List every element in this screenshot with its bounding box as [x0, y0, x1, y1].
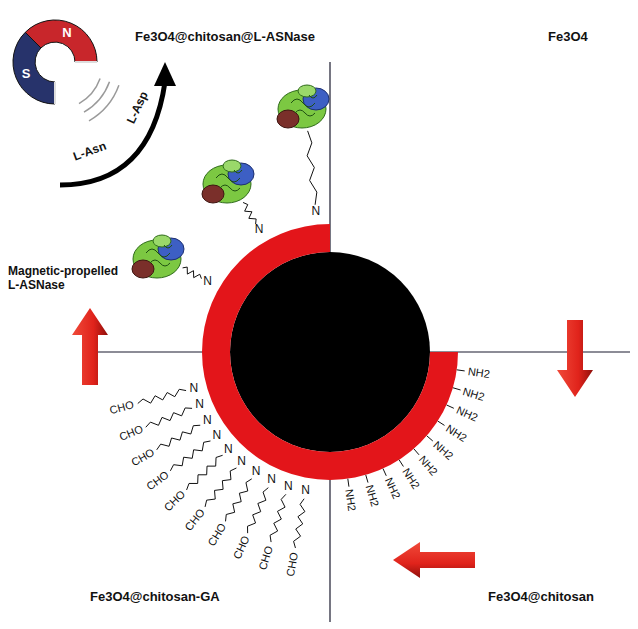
chain-line: [294, 499, 305, 548]
magnet-tip: [55, 62, 97, 104]
atom-label: N: [301, 484, 310, 498]
field-line: [79, 78, 119, 121]
arrow-head: [154, 62, 176, 86]
atom-label: N: [224, 443, 233, 457]
chain-line: [187, 455, 223, 490]
bond-line: [457, 370, 465, 371]
step-arrow: [557, 320, 593, 397]
group-label: NH2: [400, 466, 423, 491]
magnet-pole: [25, 20, 97, 62]
chain-line: [146, 408, 192, 427]
composite-label: Fe3O4@chitosan@L-ASNase: [135, 30, 315, 45]
enzyme-structure: [202, 160, 254, 203]
atom-label: N: [252, 465, 261, 479]
chain-line: [205, 468, 236, 507]
chain-line: [226, 479, 252, 522]
group-label: NH2: [444, 422, 469, 445]
group-label: CHO: [182, 506, 207, 533]
group-label: NH2: [467, 365, 491, 381]
atom-label: N: [203, 414, 212, 428]
chitosan-shell: [202, 224, 458, 480]
bond-line: [366, 475, 368, 483]
magnetite-core: [230, 252, 430, 452]
chain-line: [248, 488, 269, 534]
group-label: NH2: [454, 404, 479, 425]
group-label: NH2: [343, 489, 359, 513]
bond-line: [447, 405, 454, 408]
enzyme-structure: [277, 85, 329, 128]
atom-label: N: [213, 429, 222, 443]
chain-line: [157, 425, 201, 450]
bond-line: [399, 460, 403, 467]
group-label: NH2: [431, 438, 456, 462]
bond-line: [348, 479, 349, 487]
process-label: Magnetic-propelled L-ASNase: [8, 265, 128, 293]
linker-line: [183, 267, 202, 279]
chain-line: [270, 494, 286, 542]
group-label: NH2: [363, 484, 381, 509]
group-label: CHO: [109, 398, 136, 417]
composite-label: Fe3O4@chitosan-GA: [90, 590, 220, 605]
pole-label: N: [62, 26, 71, 41]
group-label: CHO: [117, 423, 144, 444]
group-label: CHO: [144, 468, 171, 493]
bond-line: [383, 469, 386, 476]
atom-label: N: [255, 223, 264, 237]
atom-label: N: [195, 398, 204, 412]
atom-label: N: [189, 382, 198, 396]
chain-line: [138, 389, 186, 403]
pole-label: S: [22, 67, 31, 82]
enzyme-structure: [132, 235, 184, 278]
step-arrow: [393, 542, 475, 578]
atom-label: N: [311, 205, 320, 219]
linker-line: [307, 131, 317, 205]
step-arrow: [72, 308, 108, 385]
conversion-arrow: [60, 82, 165, 185]
group-label: CHO: [284, 551, 301, 577]
linker-line: [243, 202, 256, 224]
group-label: NH2: [382, 476, 403, 501]
atom-label: N: [267, 473, 276, 487]
group-label: CHO: [162, 488, 188, 514]
atom-label: N: [203, 275, 212, 289]
substrate-label: L-Asn: [72, 140, 109, 165]
group-label: NH2: [462, 385, 487, 403]
chain-line: [170, 441, 210, 471]
atom-label: N: [284, 480, 293, 494]
product-label: L-Asp: [125, 90, 152, 127]
composite-label: Fe3O4@chitosan: [488, 590, 594, 605]
bond-line: [427, 436, 433, 441]
group-label: CHO: [129, 446, 157, 469]
atom-label: N: [237, 455, 246, 469]
group-label: NH2: [416, 453, 440, 478]
bond-line: [438, 421, 445, 425]
group-label: CHO: [230, 534, 252, 561]
group-label: CHO: [257, 544, 276, 571]
core-label: Fe3O4: [548, 30, 588, 45]
bond-line: [453, 388, 461, 390]
group-label: CHO: [205, 521, 229, 548]
bond-line: [414, 449, 419, 455]
